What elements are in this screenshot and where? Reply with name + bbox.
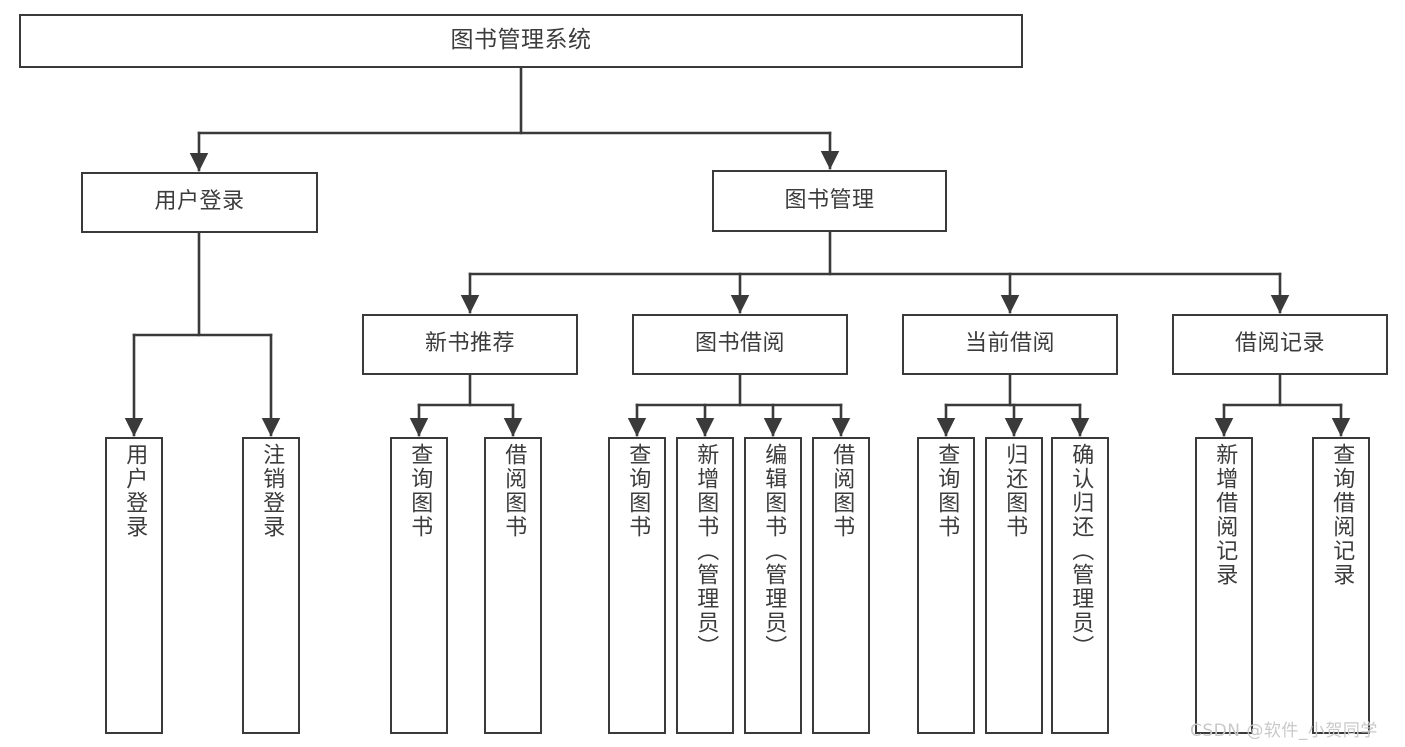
leaf-add-borrow-record-label: 新增借阅记录	[1212, 443, 1238, 587]
node-book-management-label: 图书管理	[784, 187, 875, 213]
node-user-login-label: 用户登录	[154, 189, 245, 215]
leaf-borrow-book-label: 借阅图书	[829, 443, 855, 539]
leaf-confirm-return-admin-label: 确认归还（管理员）	[1068, 443, 1094, 659]
leaf-logout[interactable]: 注销登录	[242, 437, 300, 734]
leaf-edit-book-admin[interactable]: 编辑图书（管理员）	[744, 437, 802, 734]
node-new-book-recommend[interactable]: 新书推荐	[362, 314, 578, 375]
node-book-borrow-label: 图书借阅	[694, 331, 785, 357]
leaf-user-login-label: 用户登录	[122, 443, 148, 539]
node-current-borrow-label: 当前借阅	[964, 331, 1055, 357]
leaf-borrow-book-newbook-label: 借阅图书	[501, 443, 527, 539]
leaf-confirm-return-admin[interactable]: 确认归还（管理员）	[1051, 437, 1109, 734]
node-borrow-record-label: 借阅记录	[1234, 331, 1325, 357]
leaf-return-book-label: 归还图书	[1002, 443, 1028, 539]
leaf-borrow-book[interactable]: 借阅图书	[812, 437, 870, 734]
leaf-query-book-newbook-label: 查询图书	[407, 443, 433, 539]
leaf-add-book-admin[interactable]: 新增图书（管理员）	[676, 437, 734, 734]
leaf-query-book-newbook[interactable]: 查询图书	[390, 437, 448, 734]
leaf-return-book[interactable]: 归还图书	[985, 437, 1043, 734]
node-user-login[interactable]: 用户登录	[81, 172, 318, 233]
leaf-edit-book-admin-label: 编辑图书（管理员）	[761, 443, 787, 659]
leaf-query-book-current[interactable]: 查询图书	[917, 437, 975, 734]
node-borrow-record[interactable]: 借阅记录	[1172, 314, 1388, 375]
leaf-query-book-borrow-label: 查询图书	[625, 443, 651, 539]
leaf-query-book-borrow[interactable]: 查询图书	[608, 437, 666, 734]
node-new-book-recommend-label: 新书推荐	[424, 331, 515, 357]
node-root[interactable]: 图书管理系统	[19, 14, 1023, 68]
leaf-logout-label: 注销登录	[259, 443, 285, 539]
node-book-borrow[interactable]: 图书借阅	[632, 314, 848, 375]
leaf-query-book-current-label: 查询图书	[934, 443, 960, 539]
leaf-query-borrow-record-label: 查询借阅记录	[1329, 443, 1355, 587]
leaf-add-book-admin-label: 新增图书（管理员）	[693, 443, 719, 659]
leaf-borrow-book-newbook[interactable]: 借阅图书	[484, 437, 542, 734]
node-current-borrow[interactable]: 当前借阅	[902, 314, 1118, 375]
leaf-query-borrow-record[interactable]: 查询借阅记录	[1312, 437, 1370, 734]
node-book-management[interactable]: 图书管理	[712, 170, 947, 232]
leaf-add-borrow-record[interactable]: 新增借阅记录	[1195, 437, 1253, 734]
node-root-label: 图书管理系统	[450, 27, 592, 54]
leaf-user-login[interactable]: 用户登录	[105, 437, 163, 734]
